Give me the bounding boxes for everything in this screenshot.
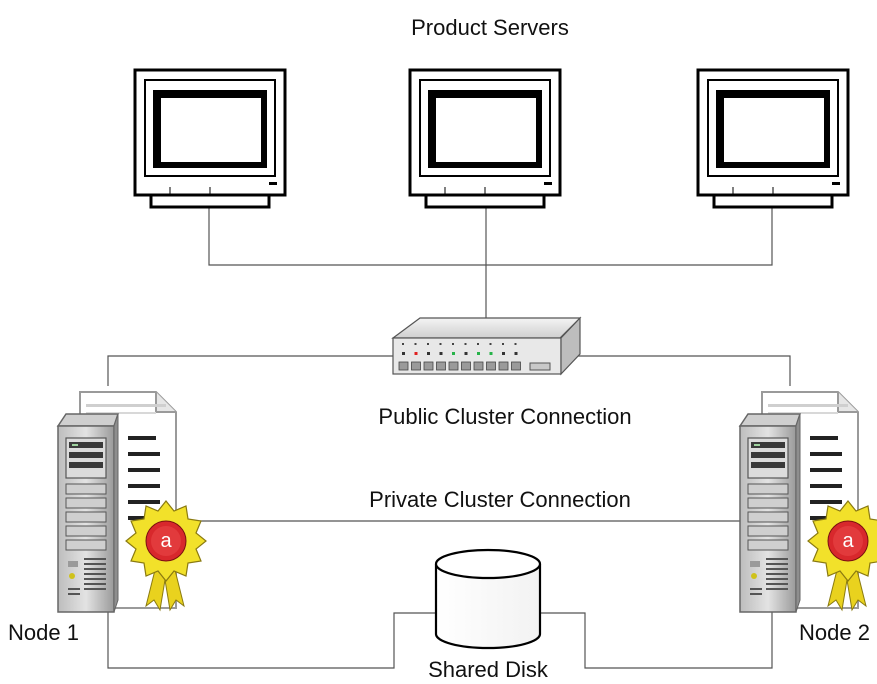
public-link-node1 xyxy=(107,355,393,386)
switch-led-top xyxy=(514,343,517,345)
switch-status-leds xyxy=(402,343,518,355)
switch-port xyxy=(411,361,421,371)
public-cluster-connection-label: Public Cluster Connection xyxy=(378,404,631,429)
product-servers-title: Product Servers xyxy=(411,15,569,40)
server-bus-line xyxy=(208,200,773,266)
switch-led-top xyxy=(452,343,454,345)
disk-link-node2 xyxy=(540,606,773,669)
switch-led xyxy=(489,352,493,355)
switch-port xyxy=(486,361,496,371)
switch-led-top xyxy=(402,343,404,345)
node-1-badge-letter: a xyxy=(160,530,172,552)
disk-link-node1 xyxy=(107,606,436,669)
switch-led-top xyxy=(502,343,504,345)
switch-port xyxy=(498,361,509,371)
switch-led xyxy=(464,352,468,355)
switch-port xyxy=(436,361,446,371)
switch-port xyxy=(448,361,459,371)
node-1-label: Node 1 xyxy=(8,620,79,645)
shared-disk-icon xyxy=(434,548,542,650)
network-switch-icon xyxy=(391,316,582,376)
node-1-server-icon xyxy=(57,391,207,613)
product-server-1-monitor-icon xyxy=(133,68,287,209)
node-2-label: Node 2 xyxy=(799,620,870,645)
switch-port xyxy=(473,361,484,371)
switch-led xyxy=(477,352,480,355)
switch-port xyxy=(511,361,521,371)
node-2-server-icon xyxy=(739,391,877,613)
switch-led-top xyxy=(427,343,429,345)
switch-ports xyxy=(398,361,521,371)
switch-led-top xyxy=(464,343,467,345)
switch-led-top xyxy=(477,343,479,345)
switch-led xyxy=(414,352,418,355)
switch-led xyxy=(514,352,518,355)
product-server-2-monitor-icon xyxy=(408,68,562,209)
network-cabling xyxy=(107,200,791,669)
node-2-badge-letter: a xyxy=(842,530,854,552)
switch-port xyxy=(461,361,471,371)
switch-led xyxy=(427,352,430,355)
switch-led xyxy=(402,352,405,355)
switch-led-top xyxy=(489,343,492,345)
switch-led-top xyxy=(439,343,442,345)
shared-disk-label: Shared Disk xyxy=(428,657,549,682)
product-server-3-monitor-icon xyxy=(696,68,850,209)
switch-led xyxy=(502,352,505,355)
switch-port xyxy=(423,361,434,371)
switch-led-top xyxy=(414,343,417,345)
switch-led xyxy=(452,352,455,355)
public-link-node2 xyxy=(578,355,791,386)
switch-port xyxy=(398,361,409,371)
switch-led xyxy=(439,352,443,355)
private-cluster-connection-label: Private Cluster Connection xyxy=(369,487,631,512)
